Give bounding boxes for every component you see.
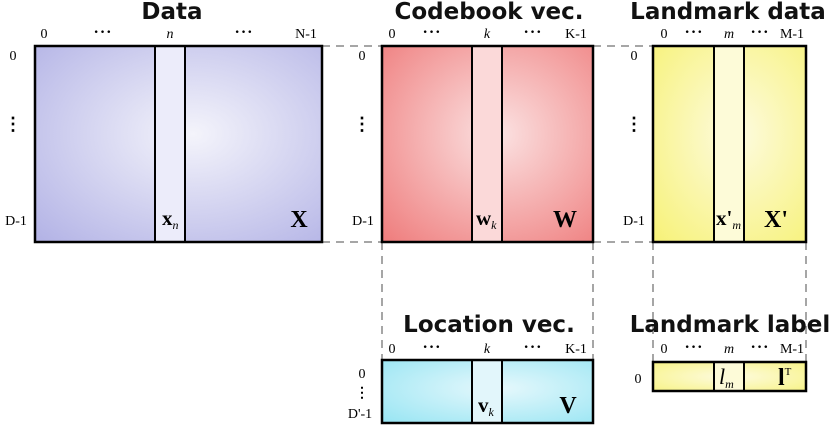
codebook-col-first: 0 [389,27,396,42]
location-row-dots: ⋮ [355,386,369,401]
data-col-highlight: n [167,27,174,42]
location-col-dots-right: ··· [523,339,542,356]
codebook-row-first: 0 [359,49,366,64]
landmark-label-block: Landmark label 0 ··· m ··· M-1 0 lm lT [630,312,830,393]
location-column-label: vk [478,393,495,419]
location-matrix-label: V [559,393,577,419]
landmark-data-row-dots: ⋮ [625,114,643,134]
landmark-data-col-dots-right: ··· [750,24,769,41]
landmark-label-col-dots-left: ··· [684,339,703,356]
data-row-first: 0 [10,49,17,64]
codebook-title: Codebook vec. [394,0,583,25]
data-row-dots: ⋮ [4,114,22,134]
data-title: Data [141,0,202,25]
landmark-data-column-highlight [714,46,744,242]
codebook-col-highlight: k [484,27,491,42]
location-column-highlight [472,360,502,423]
landmark-data-col-dots-left: ··· [684,24,703,41]
landmark-label-col-dots-right: ··· [750,339,769,356]
codebook-col-dots-right: ··· [523,24,542,41]
codebook-matrix-frame [380,44,595,244]
data-column-highlight [155,46,185,242]
data-matrix-label: X [290,207,308,233]
location-col-highlight: k [484,342,491,357]
landmark-data-col-highlight: m [724,27,734,42]
location-title: Location vec. [403,312,575,338]
connector-lines [322,45,807,362]
codebook-row-dots: ⋮ [353,114,371,134]
codebook-col-last: K-1 [565,27,587,42]
landmark-data-matrix-label: X' [764,207,788,233]
codebook-matrix-block: Codebook vec. 0 ··· k ··· K-1 0 ⋮ D-1 wk… [352,0,595,244]
landmark-label-col-first: 0 [661,342,668,357]
location-row-first: 0 [359,367,366,382]
landmark-label-col-highlight: m [724,342,734,357]
landmark-data-col-last: M-1 [780,27,804,42]
data-col-dots-left: ··· [93,24,112,41]
landmark-label-column-label: lm [719,364,734,391]
codebook-matrix-label: W [553,207,577,233]
codebook-column-highlight [472,46,502,242]
data-matrix-frame [33,44,324,244]
landmark-data-title: Landmark data [630,0,826,25]
data-col-dots-right: ··· [234,24,253,41]
landmark-label-row-first: 0 [635,372,642,387]
data-col-first: 0 [41,27,48,42]
location-col-dots-left: ··· [422,339,441,356]
data-column-label: xn [162,206,179,232]
landmark-data-row-last: D-1 [623,214,645,229]
location-row-last: D'-1 [348,407,372,422]
landmark-label-vector-frame [651,360,808,393]
landmark-label-column-highlight [714,362,744,391]
location-matrix-block: Location vec. 0 ··· k ··· K-1 0 ⋮ D'-1 v… [348,312,595,425]
landmark-data-column-label: x'm [716,206,741,232]
codebook-row-last: D-1 [352,214,374,229]
landmark-data-row-first: 0 [631,49,638,64]
landmark-label-vector-label: lT [778,365,792,391]
landmark-data-col-first: 0 [661,27,668,42]
location-col-last: K-1 [565,342,587,357]
data-row-last: D-1 [5,214,27,229]
codebook-col-dots-left: ··· [422,24,441,41]
data-matrix-block: Data 0 ··· n ··· N-1 0 ⋮ D-1 xn X [4,0,324,244]
data-col-last: N-1 [295,27,317,42]
landmark-data-matrix-frame [651,44,808,244]
landmark-label-title: Landmark label [630,312,830,338]
landmark-data-matrix-block: Landmark data 0 ··· m ··· M-1 0 ⋮ D-1 x'… [623,0,826,244]
location-col-first: 0 [389,342,396,357]
location-matrix-frame [380,358,595,425]
codebook-column-label: wk [476,206,497,232]
landmark-label-col-last: M-1 [780,342,804,357]
